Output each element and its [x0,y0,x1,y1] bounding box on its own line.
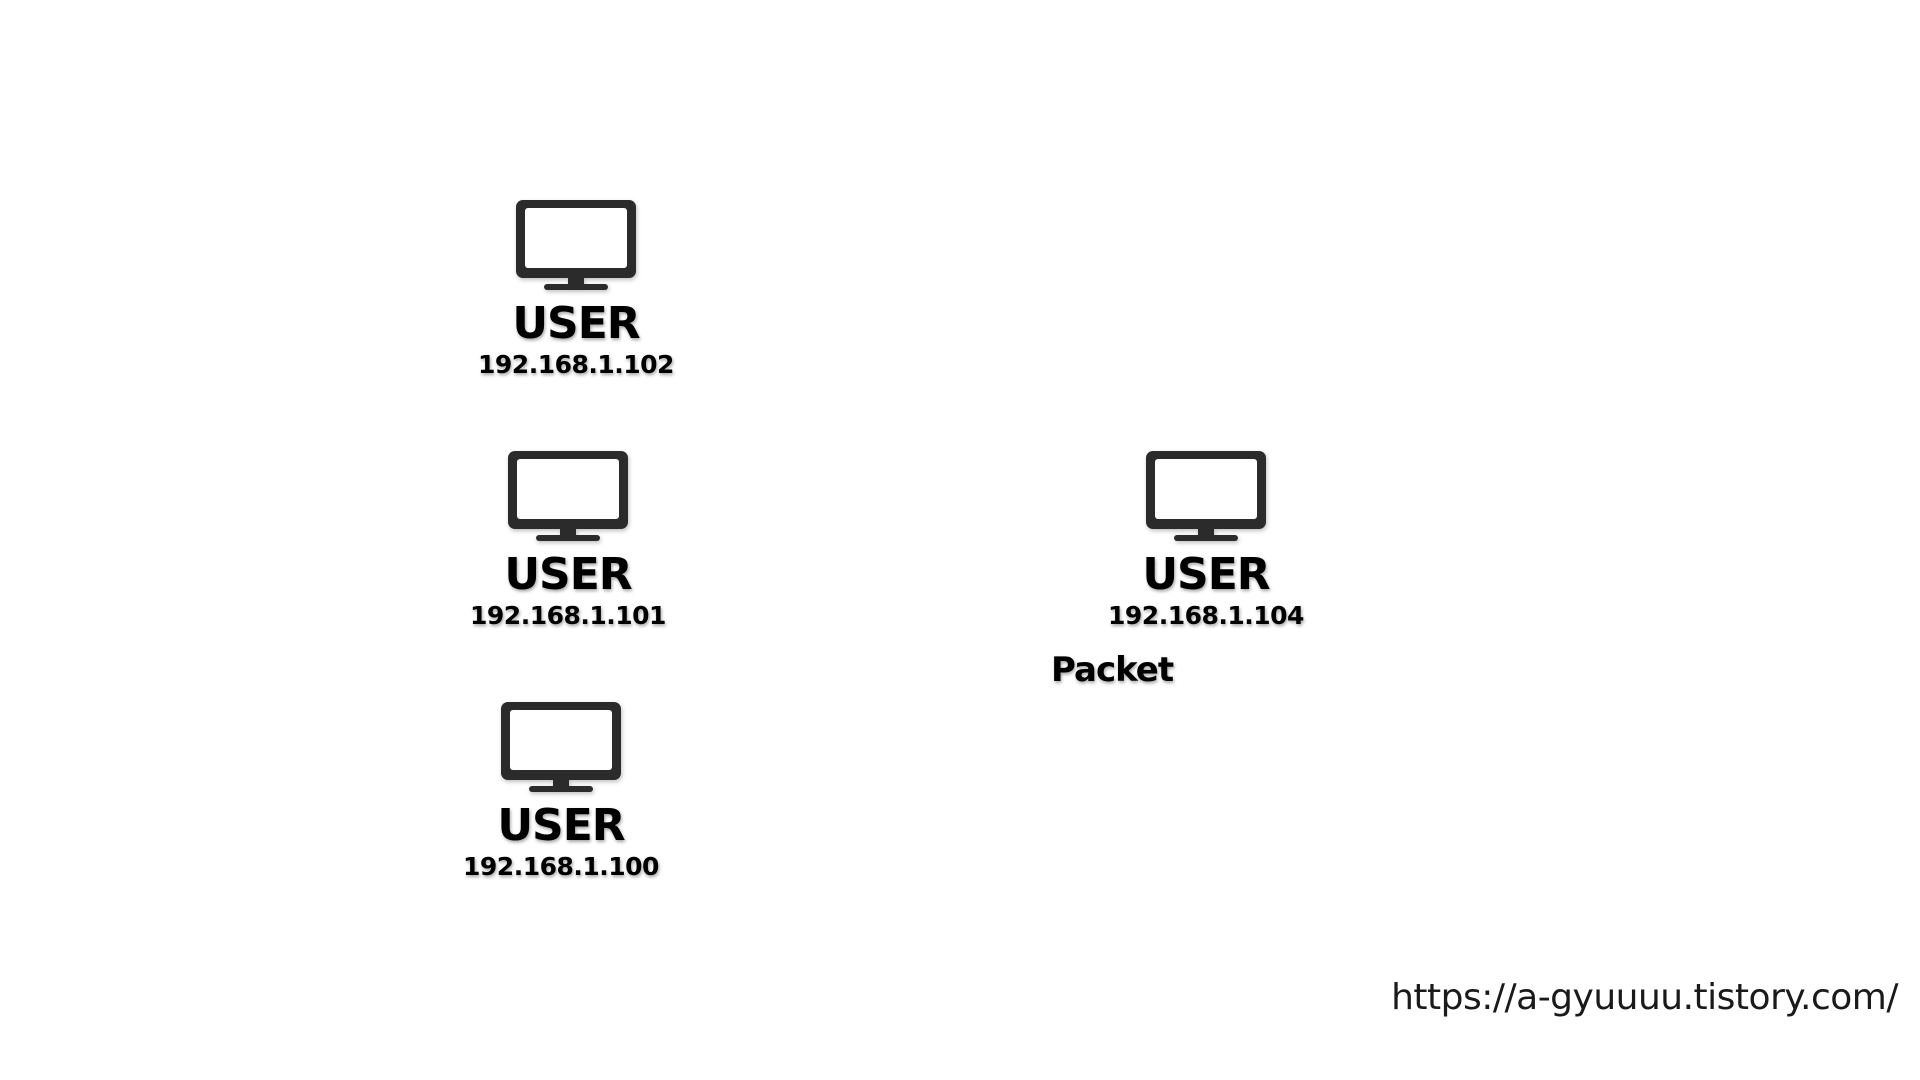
node-role-label: USER [504,549,632,600]
packet-label: Packet [1051,650,1174,690]
node-ip-address: 192.168.1.102 [478,350,674,379]
user-node-104: USER 192.168.1.104 [1086,449,1326,631]
user-node-100: USER 192.168.1.100 [441,700,681,882]
user-node-102: USER 192.168.1.102 [456,198,696,380]
node-role-label: USER [512,298,640,349]
monitor-icon [508,451,628,541]
node-role-label: USER [1142,549,1270,600]
node-role-label: USER [497,800,625,851]
node-ip-address: 192.168.1.101 [470,601,666,630]
monitor-icon [501,702,621,792]
monitor-icon [516,200,636,290]
node-ip-address: 192.168.1.100 [463,852,659,881]
user-node-101: USER 192.168.1.101 [448,449,688,631]
watermark-url: https://a-gyuuuu.tistory.com/ [1391,977,1898,1018]
monitor-icon [1146,451,1266,541]
node-ip-address: 192.168.1.104 [1108,601,1304,630]
